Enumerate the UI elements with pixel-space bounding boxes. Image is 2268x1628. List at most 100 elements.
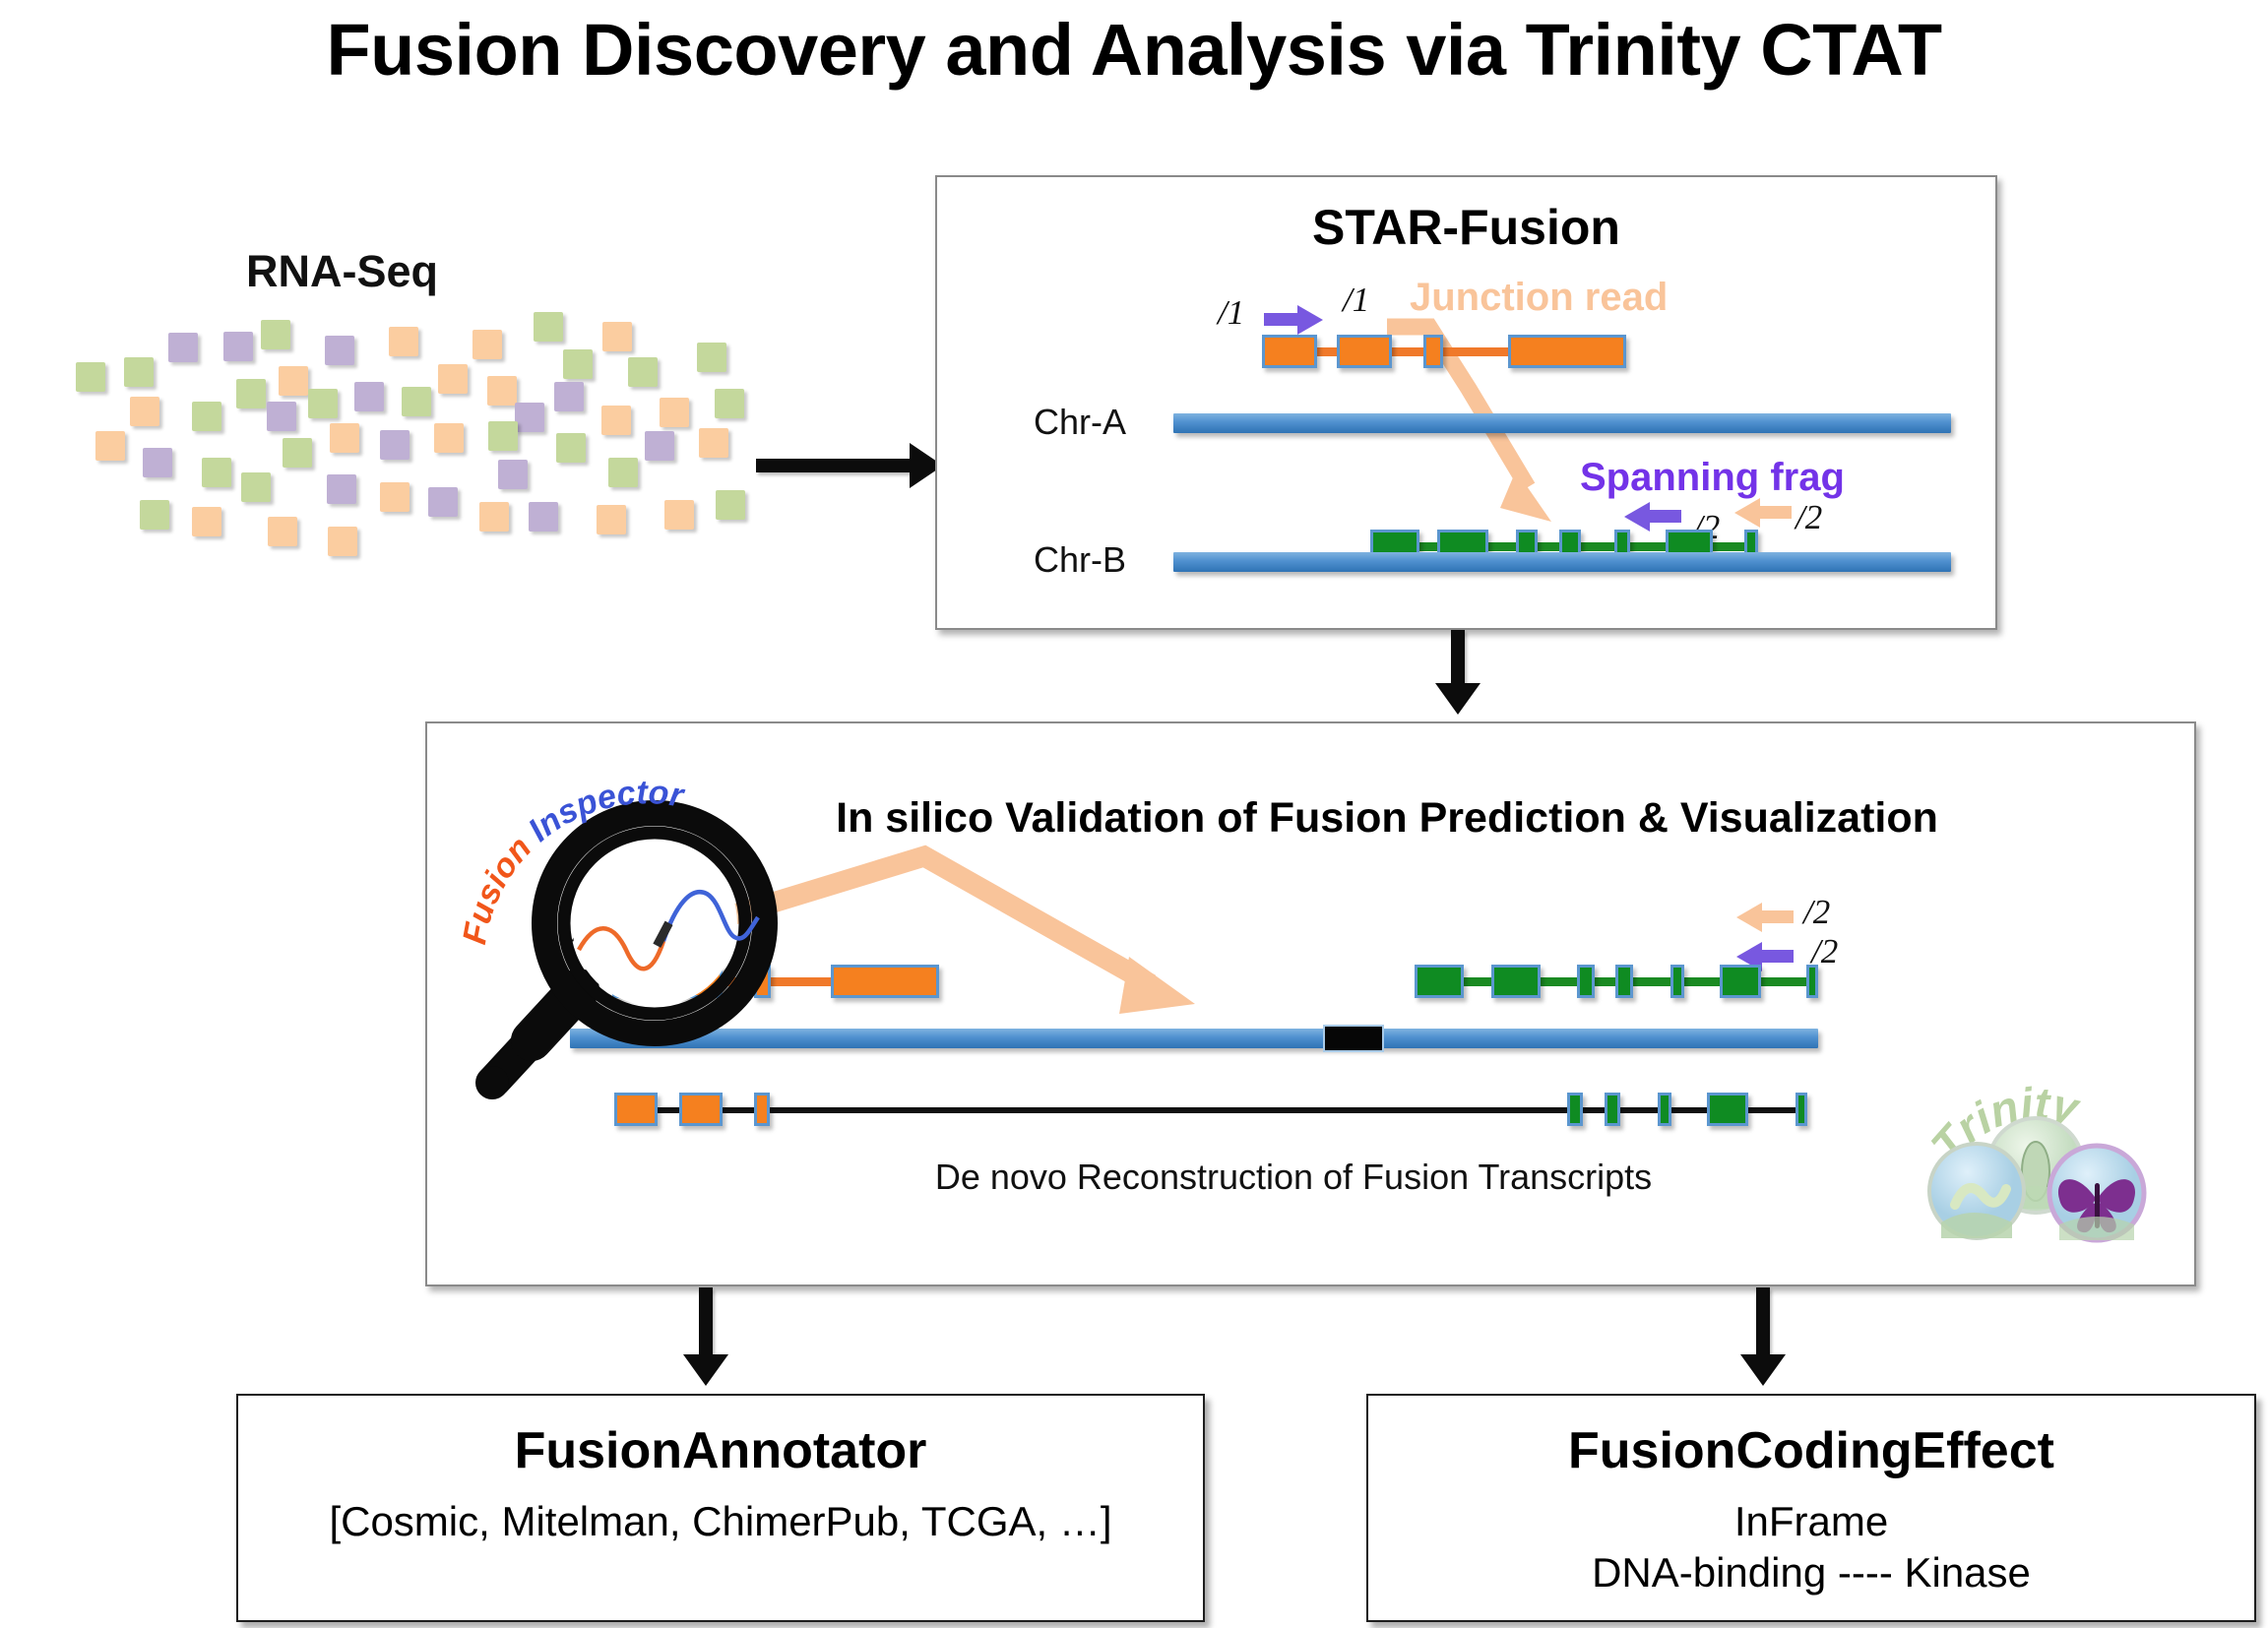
- rnaseq-read-square: [380, 430, 410, 460]
- inspector-read-label-right-1: /2: [1803, 893, 1831, 931]
- exon: [1491, 965, 1541, 998]
- trinity-circle-inchworm: [1927, 1142, 2026, 1240]
- rnaseq-read-square: [95, 431, 125, 461]
- rnaseq-read-square: [124, 357, 154, 387]
- arrow-inspector-to-annotator: [683, 1287, 728, 1386]
- fusion-annotator-title: FusionAnnotator: [514, 1422, 927, 1479]
- rnaseq-read-square: [515, 403, 544, 432]
- starfusion-panel: STAR-Fusion /1 /1 Junction read Chr-A Sp…: [935, 175, 1997, 630]
- exon: [1262, 335, 1317, 368]
- trinity-logo: Trinity: [1921, 1075, 2147, 1262]
- inspector-title: In silico Validation of Fusion Predictio…: [836, 794, 1938, 842]
- rnaseq-read-square: [223, 332, 253, 361]
- rnaseq-read-square: [534, 312, 563, 342]
- peach-read-arrow-left: [1734, 498, 1792, 528]
- rnaseq-read-square: [434, 423, 464, 453]
- breakpoint-marker: [1323, 1025, 1384, 1052]
- rnaseq-read-square: [597, 505, 626, 534]
- read-label-left-2: /1: [1343, 281, 1370, 319]
- rnaseq-label: RNA-Seq: [246, 246, 439, 296]
- exon: [1796, 1093, 1807, 1126]
- arrow-starfusion-to-inspector: [1435, 630, 1480, 715]
- chr-b-transcript: [1370, 525, 1764, 568]
- read-label-right-2: /2: [1796, 498, 1823, 536]
- page-title: Fusion Discovery and Analysis via Trinit…: [326, 9, 1942, 91]
- inspector-peach-arrow-left: [1736, 903, 1794, 932]
- rnaseq-read-square: [330, 423, 359, 453]
- rnaseq-read-square: [192, 402, 221, 431]
- exon: [1720, 965, 1761, 998]
- rnaseq-read-square: [168, 333, 198, 362]
- denovo-fusion-transcript: [614, 1088, 1815, 1131]
- trinity-circle-butterfly: [2047, 1143, 2147, 1243]
- magnifier-lens: [532, 800, 778, 1046]
- rnaseq-read-square: [402, 387, 431, 416]
- rnaseq-read-square: [556, 433, 586, 463]
- rnaseq-read-square: [472, 330, 502, 359]
- rnaseq-read-square: [645, 431, 674, 461]
- fusion-inspector-panel: In silico Validation of Fusion Predictio…: [425, 721, 2196, 1286]
- exon: [1423, 335, 1443, 368]
- rnaseq-read-square: [664, 500, 694, 530]
- rnaseq-read-square: [563, 349, 593, 379]
- fusion-waveform: [577, 890, 760, 971]
- rnaseq-read-square: [267, 402, 296, 431]
- logo-text-fusion: Fusion: [456, 830, 538, 948]
- rnaseq-read-square: [192, 507, 221, 536]
- fusion-contig-bar: [570, 1025, 1818, 1052]
- chr-b-label: Chr-B: [1034, 539, 1127, 580]
- rnaseq-read-square: [261, 320, 290, 349]
- exon: [754, 1093, 770, 1126]
- rnaseq-read-square: [529, 502, 558, 532]
- exon: [1567, 1093, 1583, 1126]
- exon: [1615, 965, 1633, 998]
- exon: [679, 1093, 723, 1126]
- chr-a-label: Chr-A: [1034, 402, 1127, 442]
- exon: [614, 1093, 658, 1126]
- rnaseq-read-square: [236, 379, 266, 408]
- exon: [1806, 965, 1818, 998]
- rnaseq-read-square: [428, 487, 458, 517]
- rnaseq-read-square: [660, 398, 689, 427]
- rnaseq-read-square: [327, 474, 356, 504]
- rnaseq-read-square: [308, 389, 338, 418]
- rnaseq-read-square: [438, 364, 468, 394]
- rnaseq-read-square: [143, 448, 172, 477]
- purple-read-arrow-left: [1624, 502, 1681, 532]
- spanning-frag-label: Spanning frag: [1580, 456, 1845, 499]
- rnaseq-read-square: [283, 438, 312, 468]
- rnaseq-read-square: [699, 428, 728, 458]
- junction-read-label: Junction read: [1410, 276, 1669, 319]
- exon: [1577, 965, 1595, 998]
- exon: [1658, 1093, 1671, 1126]
- rnaseq-read-square: [380, 482, 410, 512]
- rnaseq-read-square: [354, 382, 384, 411]
- inspector-read-label-right-2: /2: [1811, 932, 1839, 971]
- exon: [1605, 1093, 1620, 1126]
- rnaseq-read-square: [76, 362, 105, 392]
- rnaseq-read-square: [628, 357, 658, 387]
- rnaseq-read-square: [241, 472, 271, 502]
- denovo-caption: De novo Reconstruction of Fusion Transcr…: [934, 1157, 1653, 1197]
- rnaseq-read-square: [715, 389, 744, 418]
- exon: [1508, 335, 1626, 368]
- chr-a-transcript: [1262, 330, 1631, 373]
- rnaseq-read-square: [202, 458, 231, 487]
- rnaseq-read-square: [601, 406, 631, 435]
- rnaseq-read-square: [389, 327, 418, 356]
- exon: [1707, 1093, 1748, 1126]
- rnaseq-read-cloud: [54, 305, 745, 610]
- rnaseq-read-square: [140, 500, 169, 530]
- chr-a-bar: [1173, 413, 1951, 433]
- purple-read-arrow-right: [1264, 305, 1323, 335]
- exon: [1337, 335, 1392, 368]
- read-label-left-1: /1: [1218, 293, 1245, 332]
- rnaseq-read-square: [479, 502, 509, 532]
- fusion-coding-effect-frame: InFrame: [1733, 1498, 1889, 1544]
- rnaseq-read-square: [697, 343, 726, 372]
- junction-read-arrow: [1387, 318, 1551, 522]
- rnaseq-read-square: [716, 490, 745, 520]
- rnaseq-read-square: [498, 460, 528, 489]
- inspector-green-genome-transcript: [1415, 960, 1823, 1003]
- rnaseq-read-square: [608, 458, 638, 487]
